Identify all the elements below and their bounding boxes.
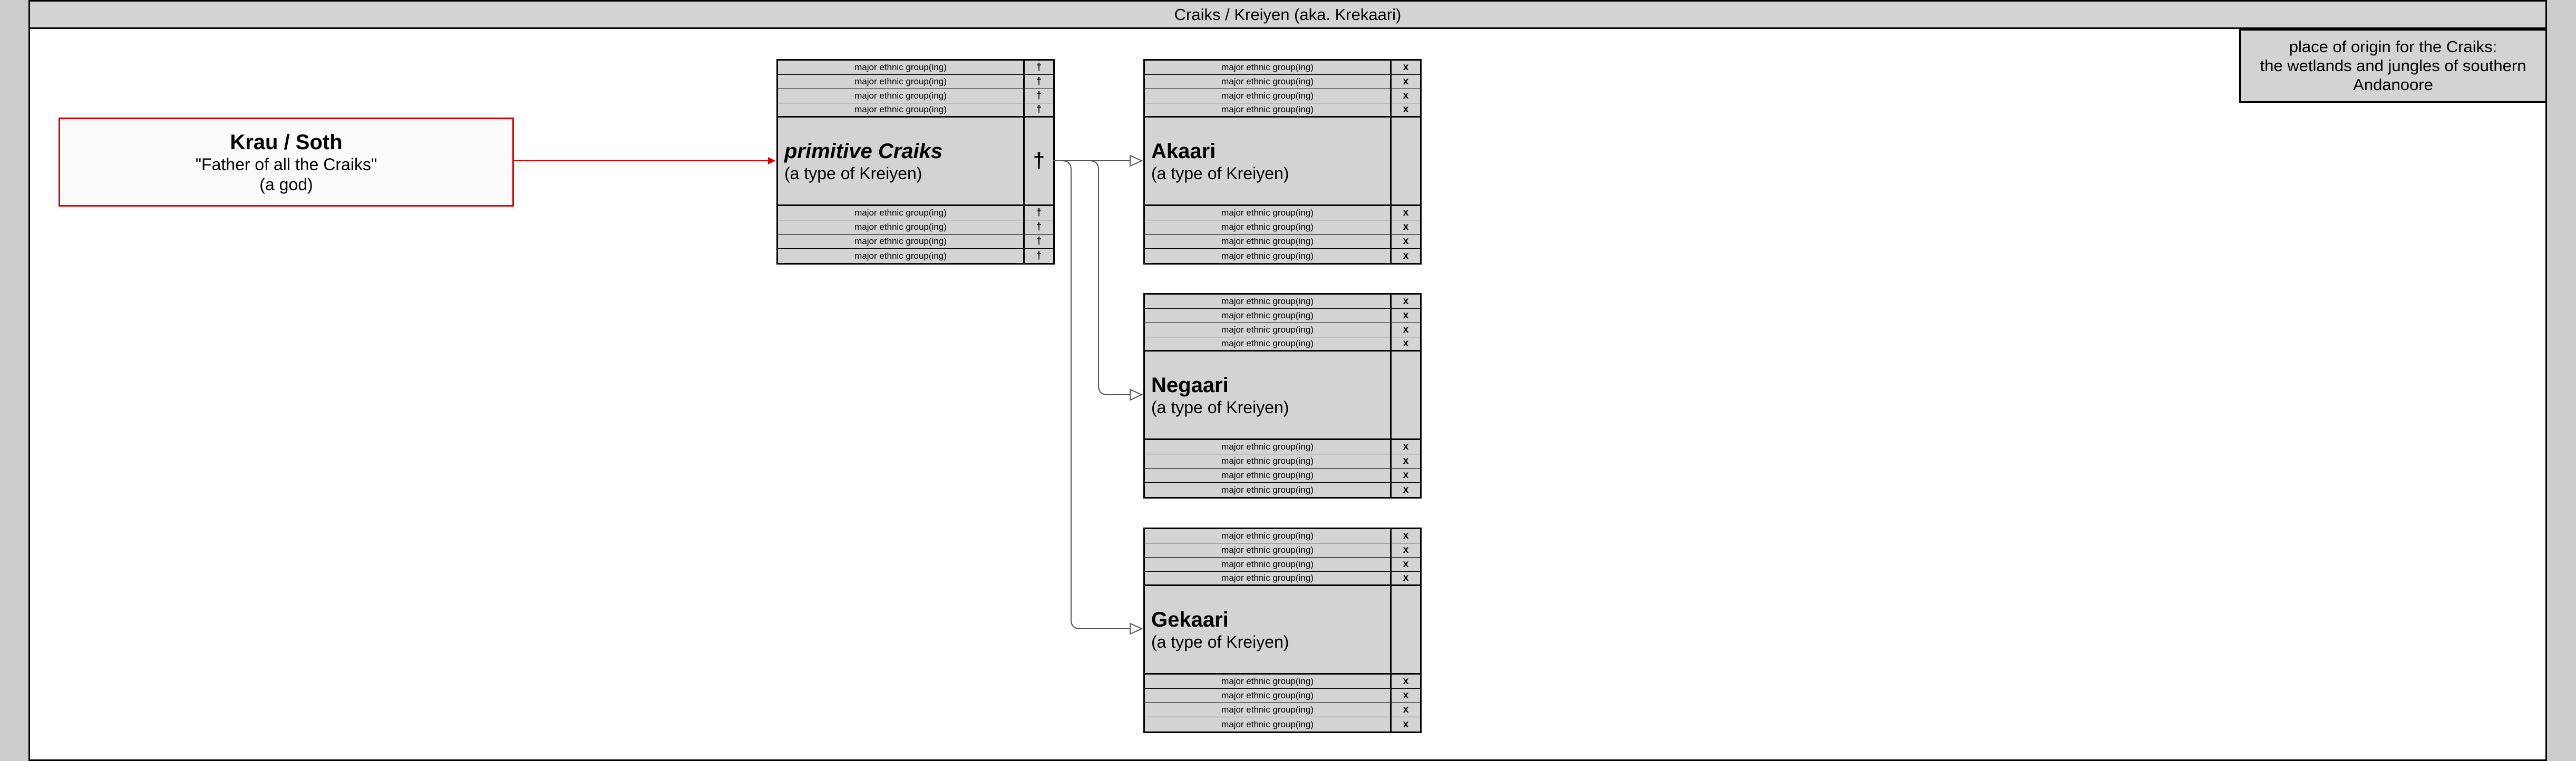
ethnic-group-row: major ethnic group(ing) <box>1145 206 1392 220</box>
ethnic-group-row: major ethnic group(ing) <box>1145 717 1392 731</box>
ethnic-group-row: major ethnic group(ing) <box>778 249 1025 263</box>
diagram-title-text: Craiks / Kreiyen (aka. Krekaari) <box>1174 5 1402 24</box>
ethnic-group-row: major ethnic group(ing) <box>1145 572 1392 586</box>
row-x-mark: x <box>1392 675 1420 689</box>
row-dagger-mark: † <box>1025 89 1053 103</box>
row-x-mark: x <box>1392 323 1420 337</box>
ethnic-group-row: major ethnic group(ing) <box>1145 440 1392 454</box>
row-x-mark: x <box>1392 529 1420 543</box>
ethnic-group-row: major ethnic group(ing) <box>1145 469 1392 483</box>
row-x-mark: x <box>1392 572 1420 586</box>
row-dagger-mark: † <box>1025 220 1053 235</box>
ethnic-group-row: major ethnic group(ing) <box>1145 235 1392 249</box>
entity-akaari[interactable]: major ethnic group(ing) x major ethnic g… <box>1143 59 1422 265</box>
row-x-mark: x <box>1392 220 1420 235</box>
ethnic-group-row: major ethnic group(ing) <box>778 206 1025 220</box>
row-x-mark: x <box>1403 718 1409 730</box>
row-x-mark: x <box>1392 558 1420 572</box>
origin-note-line-2: the wetlands and jungles of southern <box>2260 56 2526 75</box>
ethnic-group-row: major ethnic group(ing) <box>778 103 1025 118</box>
ethnic-group-row: major ethnic group(ing) <box>1145 483 1392 497</box>
ethnic-group-row: major ethnic group(ing) <box>1145 75 1392 89</box>
diagram-title: Craiks / Kreiyen (aka. Krekaari) <box>30 2 2545 29</box>
ethnic-group-row: major ethnic group(ing) <box>1145 703 1392 717</box>
god-name: Krau / Soth <box>230 130 343 154</box>
extinct-dagger-mark: † <box>1025 118 1053 206</box>
ethnic-group-row: major ethnic group(ing) <box>1145 689 1392 703</box>
row-x-mark: x <box>1392 337 1420 352</box>
row-dagger-mark: † <box>1025 103 1053 118</box>
row-x-mark: x <box>1392 103 1420 118</box>
origin-note-line-3: Andanoore <box>2353 75 2433 94</box>
god-node-krau-soth[interactable]: Krau / Soth "Father of all the Craiks" (… <box>59 118 514 207</box>
entity-status-mark <box>1392 586 1420 675</box>
entity-main-cell: primitive Craiks (a type of Kreiyen) <box>778 118 1025 206</box>
row-x-mark: x <box>1392 454 1420 469</box>
row-x-mark: x <box>1392 309 1420 323</box>
god-epithet: "Father of all the Craiks" <box>195 154 377 174</box>
entity-type: (a type of Kreiyen) <box>784 163 922 183</box>
ethnic-group-row: major ethnic group(ing) <box>1145 323 1392 337</box>
row-x-mark: x <box>1392 543 1420 558</box>
entity-name: primitive Craiks <box>784 139 943 163</box>
ethnic-group-row: major ethnic group(ing) <box>1145 249 1392 263</box>
row-x-mark: x <box>1392 61 1420 75</box>
ethnic-group-row: major ethnic group(ing) <box>1145 675 1392 689</box>
row-dagger-mark: † <box>1025 206 1053 220</box>
entity-name: Gekaari <box>1151 608 1229 631</box>
entity-name: Akaari <box>1151 139 1216 163</box>
row-x-mark: x <box>1392 75 1420 89</box>
ethnic-group-row: major ethnic group(ing) <box>1145 337 1392 352</box>
row-dagger-mark: † <box>1036 250 1042 261</box>
row-dagger-mark: † <box>1025 75 1053 89</box>
row-x-mark: x <box>1392 206 1420 220</box>
ethnic-group-row: major ethnic group(ing) <box>778 89 1025 103</box>
origin-note: place of origin for the Craiks: the wetl… <box>2239 29 2547 103</box>
ethnic-group-row: major ethnic group(ing) <box>778 235 1025 249</box>
row-x-mark: x <box>1403 484 1409 495</box>
ethnic-group-row: major ethnic group(ing) <box>778 220 1025 235</box>
row-x-mark: x <box>1392 440 1420 454</box>
ethnic-group-row: major ethnic group(ing) <box>1145 543 1392 558</box>
row-x-mark: x <box>1392 689 1420 703</box>
row-dagger-mark: † <box>1025 61 1053 75</box>
ethnic-group-row: major ethnic group(ing) <box>1145 558 1392 572</box>
entity-status-mark <box>1392 118 1420 206</box>
entity-main-cell: Gekaari (a type of Kreiyen) <box>1145 586 1392 675</box>
entity-status-mark <box>1392 352 1420 440</box>
row-x-mark: x <box>1392 235 1420 249</box>
ethnic-group-row: major ethnic group(ing) <box>1145 89 1392 103</box>
row-x-mark: x <box>1392 703 1420 717</box>
entity-primitive-craiks[interactable]: major ethnic group(ing) † major ethnic g… <box>776 59 1055 265</box>
row-x-mark: x <box>1392 295 1420 309</box>
ethnic-group-row: major ethnic group(ing) <box>1145 309 1392 323</box>
diagram-canvas: Craiks / Kreiyen (aka. Krekaari) place o… <box>28 0 2547 761</box>
ethnic-group-row: major ethnic group(ing) <box>1145 529 1392 543</box>
ethnic-group-row: major ethnic group(ing) <box>778 61 1025 75</box>
ethnic-group-row: major ethnic group(ing) <box>1145 220 1392 235</box>
ethnic-group-row: major ethnic group(ing) <box>778 75 1025 89</box>
ethnic-group-row: major ethnic group(ing) <box>1145 61 1392 75</box>
origin-note-line-1: place of origin for the Craiks: <box>2289 37 2497 56</box>
row-x-mark: x <box>1403 250 1409 261</box>
entity-type: (a type of Kreiyen) <box>1151 632 1289 651</box>
entity-main-cell: Akaari (a type of Kreiyen) <box>1145 118 1392 206</box>
entity-type: (a type of Kreiyen) <box>1151 397 1289 417</box>
ethnic-group-row: major ethnic group(ing) <box>1145 295 1392 309</box>
ethnic-group-row: major ethnic group(ing) <box>1145 454 1392 469</box>
entity-type: (a type of Kreiyen) <box>1151 163 1289 183</box>
entity-gekaari[interactable]: major ethnic group(ing) x major ethnic g… <box>1143 528 1422 733</box>
entity-negaari[interactable]: major ethnic group(ing) x major ethnic g… <box>1143 293 1422 499</box>
god-kind: (a god) <box>259 174 313 194</box>
row-x-mark: x <box>1392 89 1420 103</box>
entity-name: Negaari <box>1151 373 1229 397</box>
entity-main-cell: Negaari (a type of Kreiyen) <box>1145 352 1392 440</box>
row-dagger-mark: † <box>1025 235 1053 249</box>
row-x-mark: x <box>1392 469 1420 483</box>
ethnic-group-row: major ethnic group(ing) <box>1145 103 1392 118</box>
